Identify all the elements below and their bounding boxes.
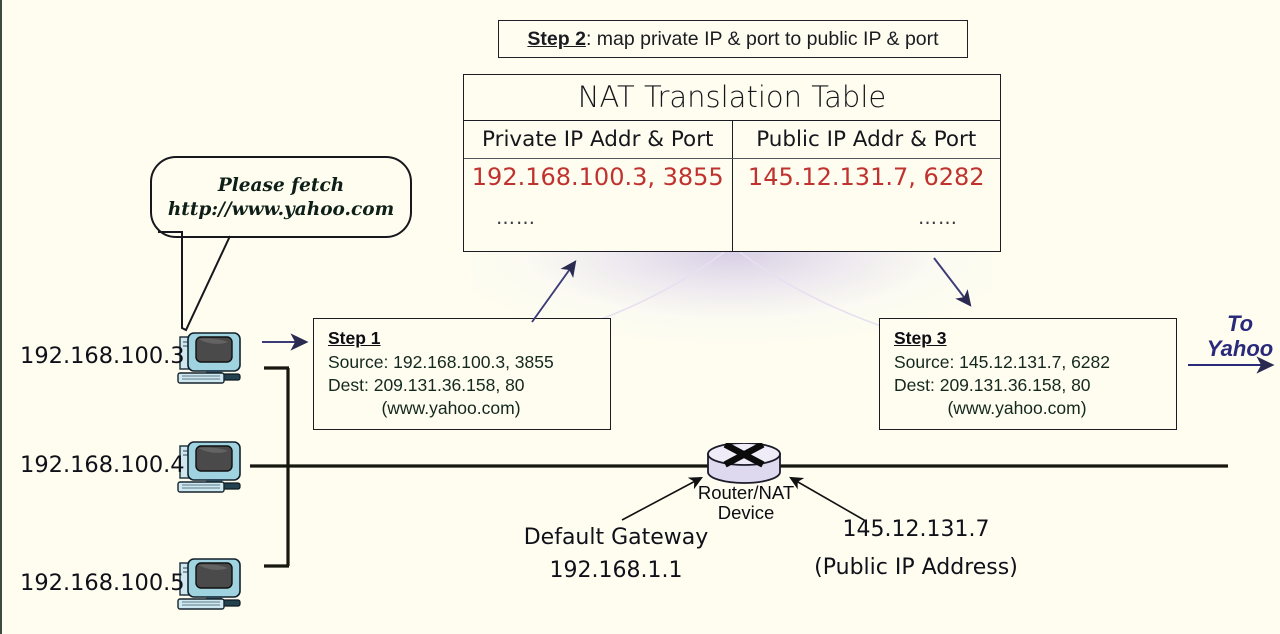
arrow-table-to-step3 [933,257,972,307]
nat-translation-table: NAT Translation Table Private IP Addr & … [463,74,1001,252]
computer-icon [177,332,241,384]
host-ip-label: 192.168.100.4 [20,452,185,478]
nat-private-entry: 192.168.100.3, 3855 [471,163,724,191]
to-yahoo-line-1: To [1226,311,1254,336]
column-header-public: Public IP Addr & Port [756,127,977,152]
step3-dest: Dest: 209.131.36.158, 80 [894,375,1091,395]
nat-public-continuation: …… [918,207,958,229]
step1-packet-box: Step 1 Source: 192.168.100.3, 3855 Dest:… [313,318,611,430]
step2-caption-box: Step 2: map private IP & port to public … [498,20,968,58]
step3-packet-box: Step 3 Source: 145.12.131.7, 6282 Dest: … [879,318,1177,430]
router-icon [707,443,781,484]
host-ip-label: 192.168.100.3 [20,343,185,369]
nat-private-continuation: …… [496,207,536,229]
nat-table-title: NAT Translation Table [464,75,1000,121]
bubble-line-2: http://www.yahoo.com [167,198,395,220]
step3-source: Source: 145.12.131.7, 6282 [894,352,1111,372]
to-yahoo-label: To Yahoo [1198,311,1280,361]
default-gateway-ip: 192.168.1.1 [549,558,683,583]
public-ip-note: (Public IP Address) [814,555,1018,580]
bubble-line-1: Please fetch [217,174,345,196]
router-label: Router/NAT Device [688,483,804,523]
computer-icon [177,441,241,493]
step1-dest: Dest: 209.131.36.158, 80 [328,375,525,395]
nat-table-body: 192.168.100.3, 3855 …… 145.12.131.7, 628… [464,159,1000,252]
nat-public-entry: 145.12.131.7, 6282 [747,163,985,191]
step2-description: : map private IP & port to public IP & p… [585,27,939,50]
step1-header: Step 1 [328,328,381,348]
nat-cell-public: 145.12.131.7, 6282 …… [733,159,1001,252]
step1-host: (www.yahoo.com) [381,398,521,418]
speech-bubble-tail [158,231,231,332]
step3-host: (www.yahoo.com) [947,398,1087,418]
speech-bubble: Please fetch http://www.yahoo.com [150,156,412,238]
nat-cell-private: 192.168.100.3, 3855 …… [464,159,733,252]
router-label-line-2: Device [717,502,775,523]
step1-source: Source: 192.168.100.3, 3855 [328,352,554,372]
nat-table-header-row: Private IP Addr & Port Public IP Addr & … [464,121,1000,159]
arrow-step1-to-table [531,260,577,323]
public-ip-label: 145.12.131.7 [842,517,990,542]
step2-label: Step 2 [527,27,586,50]
column-header-private: Private IP Addr & Port [464,121,733,158]
computer-icon [177,558,241,610]
host-ip-label: 192.168.100.5 [20,570,185,596]
to-yahoo-line-2: Yahoo [1206,336,1274,361]
router-label-line-1: Router/NAT [697,482,795,503]
step3-header: Step 3 [894,328,947,348]
default-gateway-label: Default Gateway [523,525,709,550]
